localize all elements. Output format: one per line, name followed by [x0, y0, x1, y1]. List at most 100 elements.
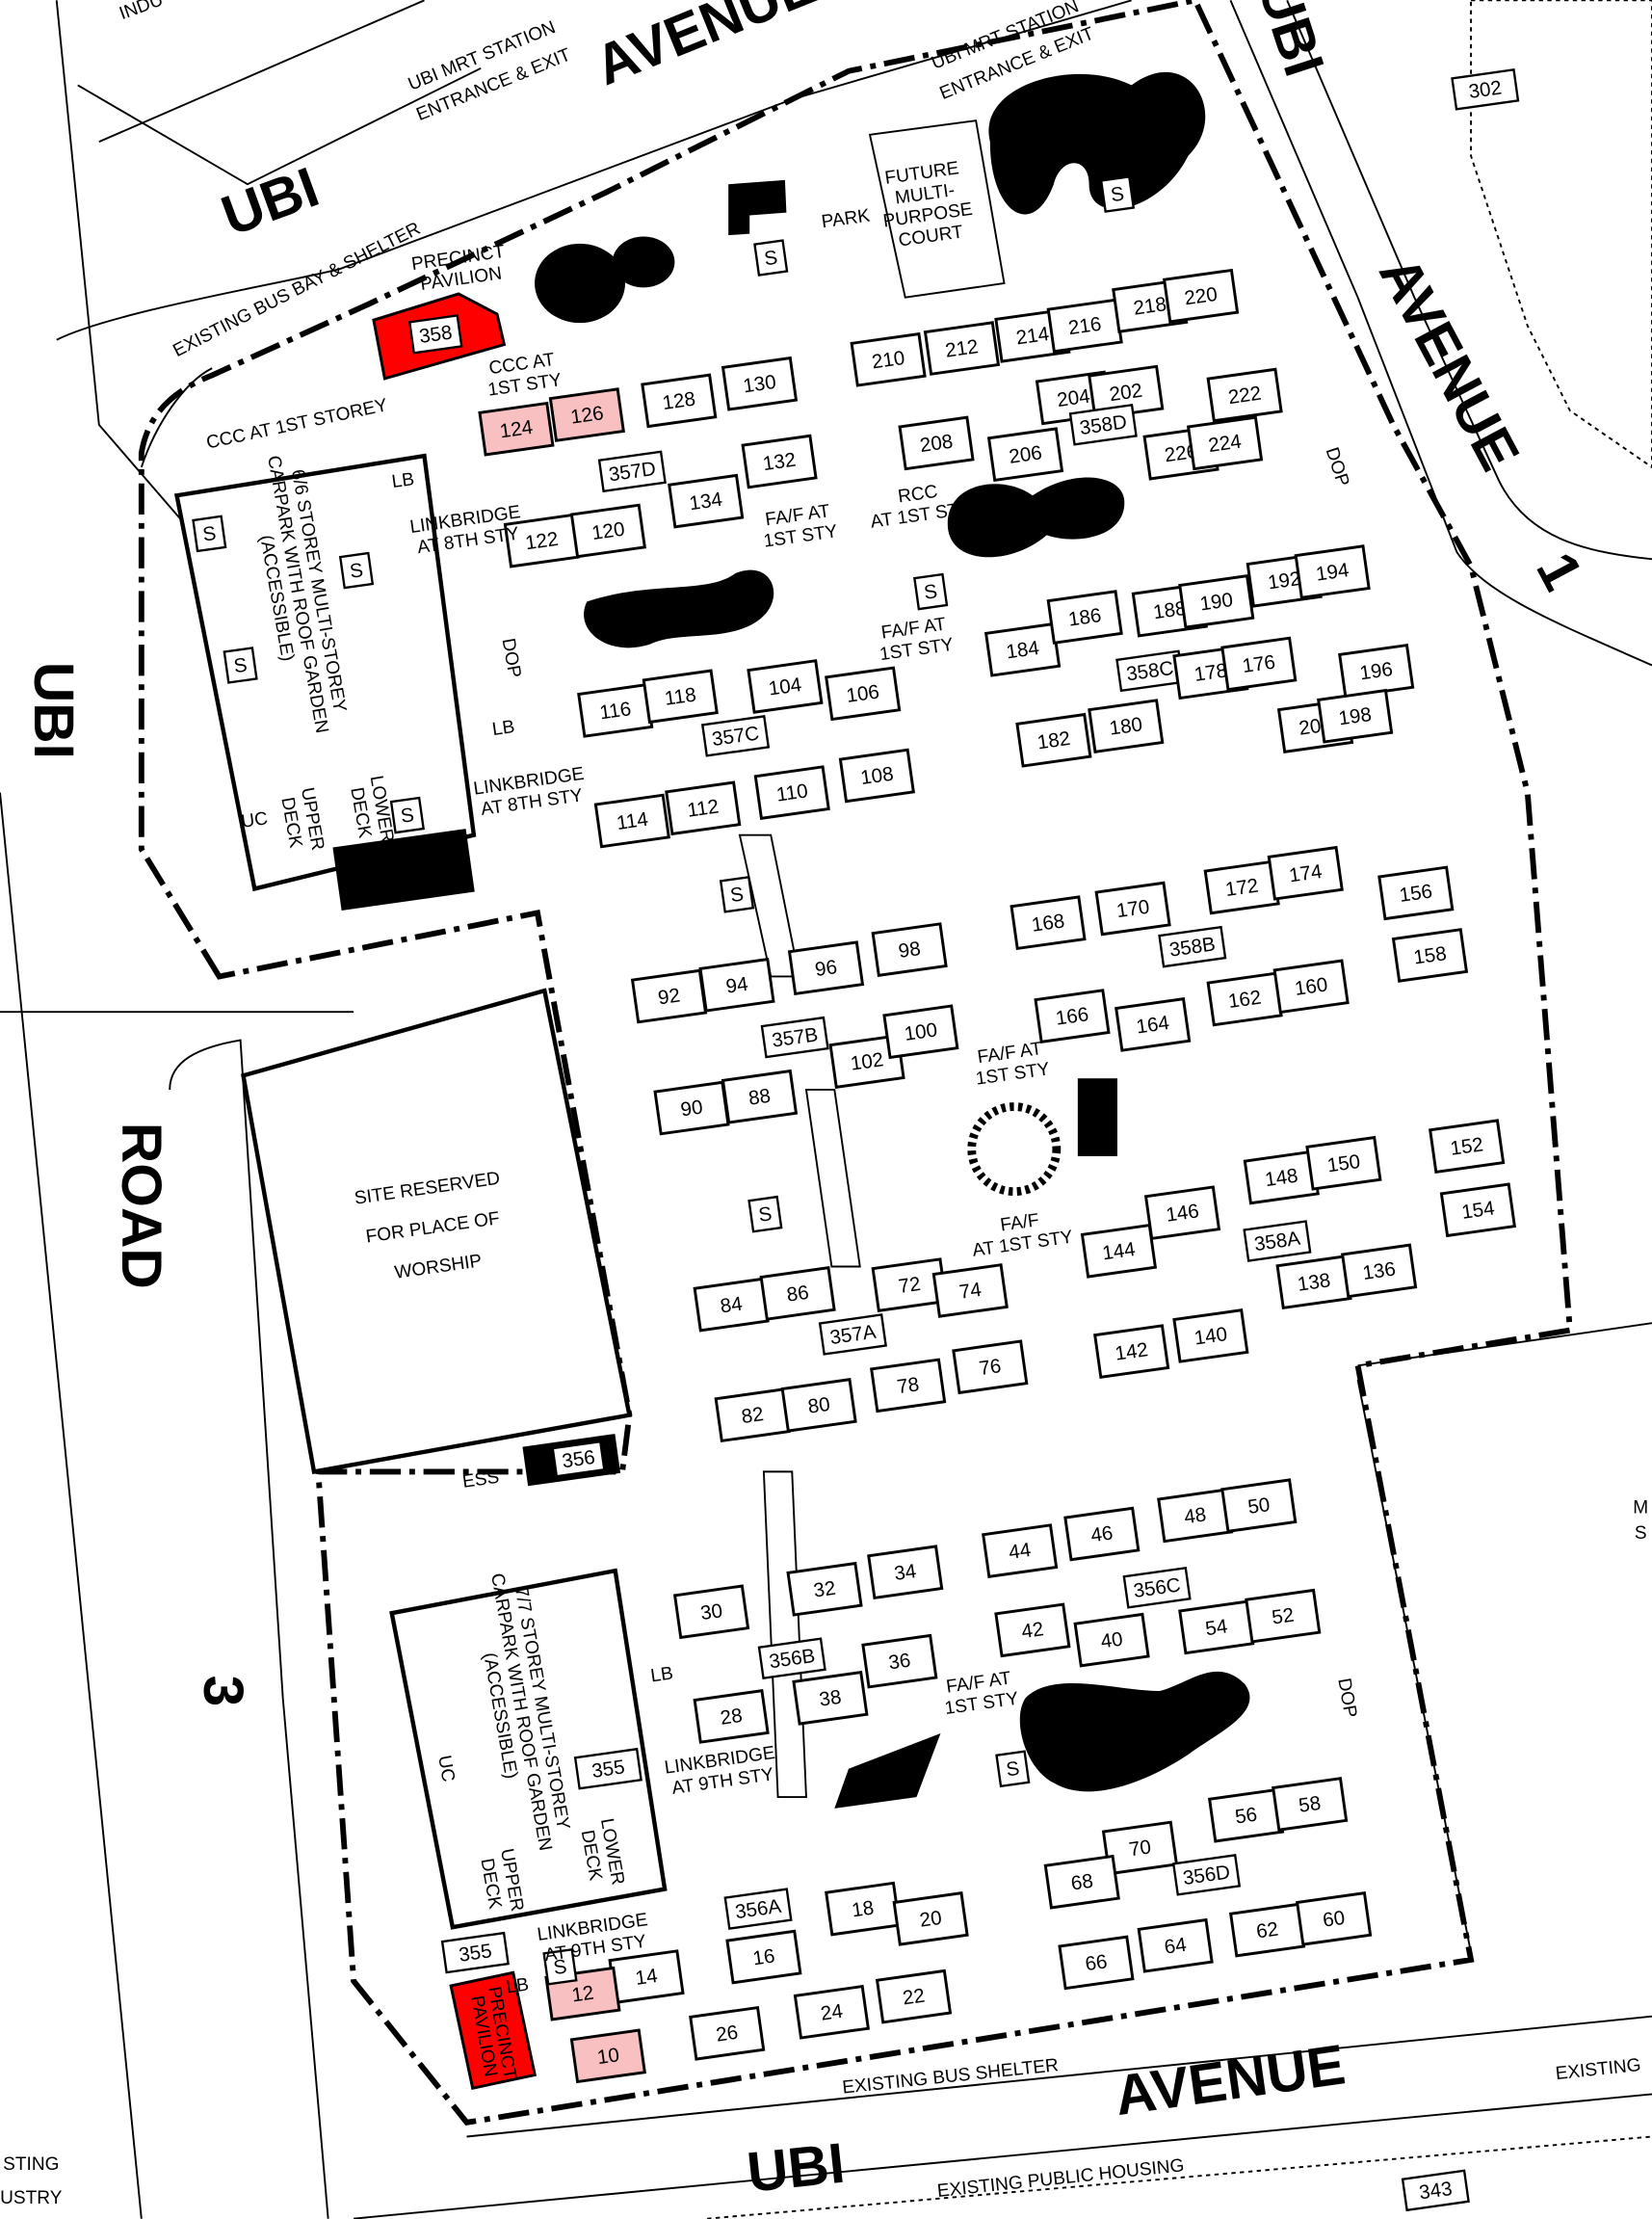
block-100[interactable]: 100	[882, 1004, 959, 1060]
block-88[interactable]: 88	[721, 1069, 799, 1124]
block-156[interactable]: 156	[1377, 865, 1455, 921]
block-32[interactable]: 32	[786, 1561, 863, 1617]
block-302[interactable]: 302	[1451, 68, 1520, 111]
block-198[interactable]: 198	[1317, 688, 1394, 744]
block-86[interactable]: 86	[759, 1266, 836, 1321]
block-50[interactable]: 50	[1220, 1478, 1298, 1534]
block-54[interactable]: 54	[1178, 1599, 1255, 1655]
block-42[interactable]: 42	[994, 1602, 1071, 1658]
block-70[interactable]: 70	[1101, 1820, 1179, 1876]
block-162[interactable]: 162	[1206, 971, 1283, 1027]
block-48[interactable]: 48	[1157, 1488, 1234, 1544]
block-158[interactable]: 158	[1391, 928, 1469, 983]
block-36[interactable]: 36	[861, 1633, 938, 1689]
block-98[interactable]: 98	[871, 922, 948, 977]
block-58[interactable]: 58	[1272, 1777, 1349, 1832]
block-92[interactable]: 92	[630, 968, 708, 1024]
block-224[interactable]: 224	[1186, 415, 1264, 471]
block-102[interactable]: 102	[828, 1034, 905, 1089]
block-78[interactable]: 78	[870, 1358, 947, 1413]
block-166[interactable]: 166	[1034, 989, 1111, 1043]
block-134[interactable]: 134	[668, 473, 745, 529]
block-184[interactable]: 184	[983, 621, 1062, 677]
block-120[interactable]: 120	[569, 503, 646, 559]
block-196[interactable]: 196	[1338, 643, 1415, 699]
block-355[interactable]: 355	[440, 1931, 510, 1974]
block-172[interactable]: 172	[1203, 859, 1280, 915]
block-52[interactable]: 52	[1245, 1588, 1322, 1644]
block-357D[interactable]: 357D	[597, 450, 667, 493]
block-126[interactable]: 126	[548, 387, 625, 442]
block-132[interactable]: 132	[741, 434, 818, 489]
block-136[interactable]: 136	[1340, 1243, 1418, 1299]
block-357A[interactable]: 357A	[818, 1313, 887, 1356]
block-168[interactable]: 168	[1010, 895, 1087, 951]
block-34[interactable]: 34	[867, 1545, 944, 1600]
block-343[interactable]: 343	[1401, 2169, 1470, 2212]
block-152[interactable]: 152	[1429, 1119, 1506, 1175]
block-106[interactable]: 106	[825, 666, 902, 722]
block-104[interactable]: 104	[747, 659, 824, 714]
block-142[interactable]: 142	[1093, 1324, 1170, 1379]
block-144[interactable]: 144	[1080, 1223, 1158, 1279]
block-108[interactable]: 108	[838, 748, 915, 804]
block-176[interactable]: 176	[1220, 636, 1298, 692]
block-194[interactable]: 194	[1294, 544, 1371, 599]
block-28[interactable]: 28	[693, 1689, 770, 1744]
block-356A[interactable]: 356A	[723, 1888, 793, 1930]
block-208[interactable]: 208	[898, 415, 975, 471]
block-138[interactable]: 138	[1275, 1255, 1352, 1310]
block-114[interactable]: 114	[593, 793, 670, 849]
block-60[interactable]: 60	[1296, 1891, 1373, 1946]
block-22[interactable]: 22	[875, 1968, 953, 2024]
block-174[interactable]: 174	[1267, 845, 1344, 901]
block-356B[interactable]: 356B	[757, 1637, 826, 1680]
block-122[interactable]: 122	[503, 513, 580, 568]
block-62[interactable]: 62	[1228, 1902, 1306, 1958]
block-94[interactable]: 94	[698, 957, 775, 1013]
block-170[interactable]: 170	[1094, 881, 1171, 937]
block-160[interactable]: 160	[1272, 959, 1350, 1015]
block-10[interactable]: 10	[569, 2028, 646, 2084]
block-76[interactable]: 76	[952, 1339, 1029, 1395]
block-82[interactable]: 82	[714, 1387, 791, 1443]
block-66[interactable]: 66	[1058, 1935, 1135, 1991]
block-186[interactable]: 186	[1046, 590, 1123, 645]
block-90[interactable]: 90	[653, 1080, 730, 1136]
block-190[interactable]: 190	[1178, 573, 1255, 629]
block-124[interactable]: 124	[478, 401, 555, 457]
block-38[interactable]: 38	[792, 1670, 869, 1726]
block-110[interactable]: 110	[753, 765, 830, 820]
block-112[interactable]: 112	[665, 780, 742, 836]
block-202[interactable]: 202	[1088, 364, 1165, 420]
block-358C[interactable]: 358C	[1115, 649, 1185, 693]
block-116[interactable]: 116	[577, 683, 654, 738]
block-358[interactable]: 358	[372, 288, 507, 381]
block-46[interactable]: 46	[1063, 1506, 1141, 1562]
block-150[interactable]: 150	[1305, 1135, 1382, 1191]
block-356C[interactable]: 356C	[1122, 1566, 1192, 1609]
block-20[interactable]: 20	[892, 1891, 969, 1946]
block-140[interactable]: 140	[1172, 1308, 1249, 1363]
block-210[interactable]: 210	[850, 331, 927, 387]
block-222[interactable]: 222	[1206, 367, 1283, 423]
block-30[interactable]: 30	[672, 1584, 750, 1640]
block-358D[interactable]: 358D	[1068, 404, 1138, 446]
block-118[interactable]: 118	[642, 669, 719, 725]
block-96[interactable]: 96	[787, 940, 865, 996]
block-130[interactable]: 130	[721, 356, 799, 411]
block-68[interactable]: 68	[1043, 1854, 1120, 1910]
block-216[interactable]: 216	[1046, 298, 1123, 354]
block-212[interactable]: 212	[923, 321, 1001, 376]
block-154[interactable]: 154	[1439, 1182, 1517, 1238]
block-80[interactable]: 80	[780, 1378, 857, 1433]
block-24[interactable]: 24	[793, 1984, 870, 2040]
block-182[interactable]: 182	[1015, 712, 1092, 768]
block-356D[interactable]: 356D	[1171, 1854, 1242, 1896]
block-18[interactable]: 18	[825, 1881, 902, 1937]
block-84[interactable]: 84	[693, 1277, 770, 1333]
block-357C[interactable]: 357C	[700, 715, 771, 757]
block-74[interactable]: 74	[931, 1263, 1009, 1318]
block-56[interactable]: 56	[1207, 1787, 1285, 1843]
block-358A[interactable]: 358A	[1243, 1220, 1312, 1262]
